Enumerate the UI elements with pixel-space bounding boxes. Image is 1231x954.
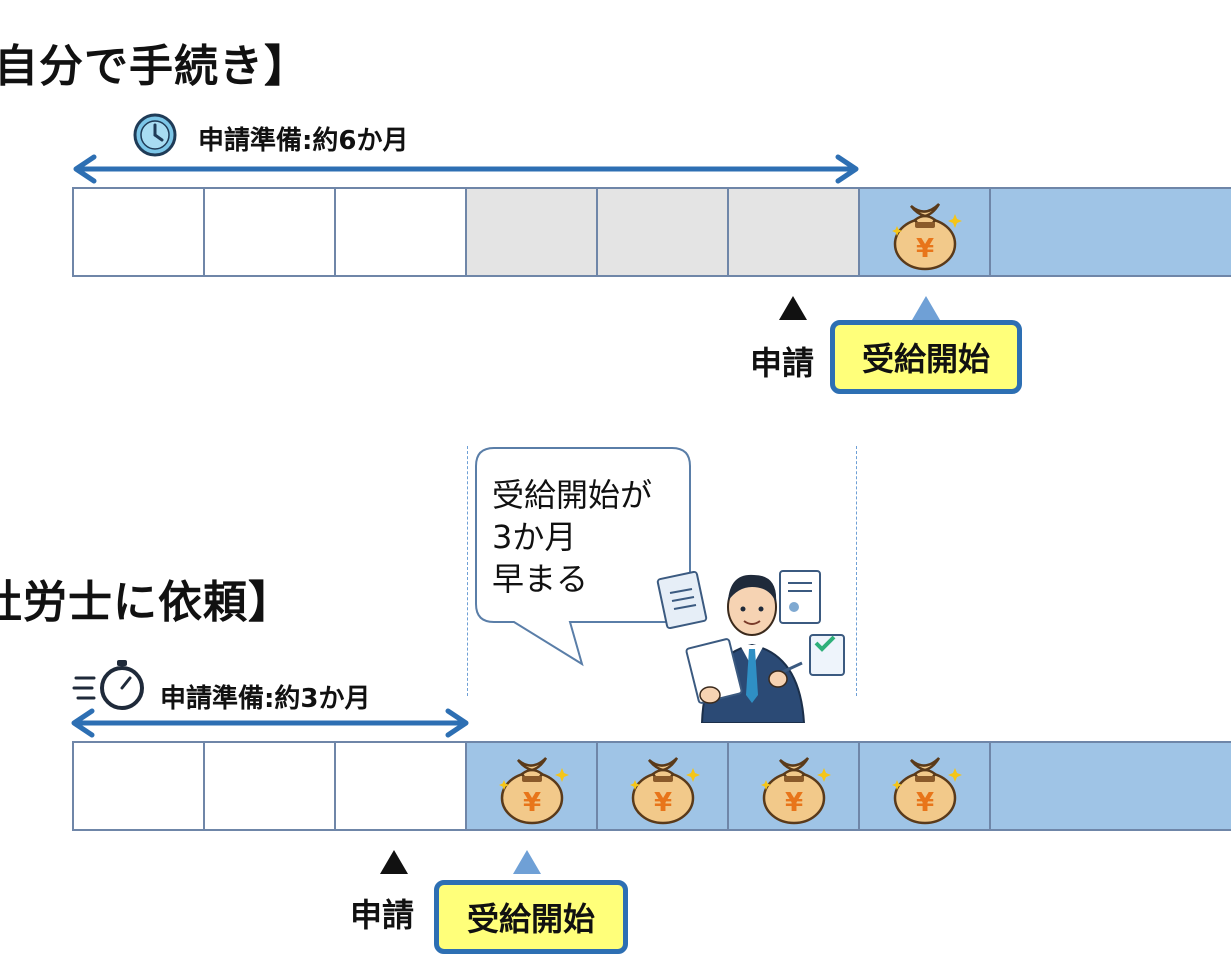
svg-text:¥: ¥ (653, 788, 671, 818)
guide-line (467, 446, 468, 696)
agent-prep-label: 申請準備:約3か月 (160, 684, 371, 714)
money-bag-icon: ¥ (498, 757, 569, 825)
start-marker (912, 296, 940, 320)
clock-icon (133, 113, 177, 157)
self-procedure-heading: 自分で手続き】 (0, 41, 309, 92)
bubble-line: 3か月 (492, 518, 577, 556)
svg-text:¥: ¥ (522, 788, 540, 818)
apply-marker (779, 296, 807, 320)
agent-procedure-heading: 社労士に依頼】 (0, 577, 293, 628)
month-cell (727, 189, 858, 275)
agent-start-badge: 受給開始 (434, 880, 628, 954)
month-cell-paid-tail (989, 743, 1231, 829)
money-bag-icon: ¥ (629, 757, 700, 825)
stopwatch-icon (72, 660, 144, 710)
month-cell (203, 743, 334, 829)
agent-prep-duration-arrow (71, 708, 469, 738)
month-cell (203, 189, 334, 275)
month-cell-paid: ¥ (858, 189, 989, 275)
self-apply-label: 申請 (750, 344, 815, 382)
svg-text:¥: ¥ (915, 234, 933, 264)
start-marker (513, 850, 541, 874)
speech-bubble-text: 受給開始が 3か月 早まる (492, 474, 652, 600)
self-prep-duration-arrow (73, 154, 859, 184)
self-prep-label: 申請準備:約6か月 (198, 126, 409, 156)
month-cell-paid: ¥ (596, 743, 727, 829)
month-cell (596, 189, 727, 275)
bubble-line: 受給開始が (492, 476, 653, 514)
money-bag-icon: ¥ (760, 757, 831, 825)
agent-timeline: ¥ ¥ ¥ ¥ (72, 741, 1231, 831)
month-cell (334, 189, 465, 275)
month-cell (334, 743, 465, 829)
month-cell-paid: ¥ (858, 743, 989, 829)
guide-line (856, 446, 857, 696)
month-cell-paid-tail (989, 189, 1231, 275)
svg-text:¥: ¥ (915, 788, 933, 818)
apply-marker (380, 850, 408, 874)
self-start-badge: 受給開始 (830, 320, 1022, 394)
agent-apply-label: 申請 (350, 896, 415, 934)
bubble-line: 早まる (492, 560, 589, 598)
money-bag-icon: ¥ (891, 757, 962, 825)
month-cell-paid: ¥ (465, 743, 596, 829)
svg-text:¥: ¥ (784, 788, 802, 818)
businessman-with-documents-icon (656, 570, 845, 723)
self-timeline: ¥ (72, 187, 1231, 277)
month-cell (72, 743, 203, 829)
money-bag-icon: ¥ (891, 203, 962, 271)
speech-bubble (475, 447, 691, 667)
month-cell-paid: ¥ (727, 743, 858, 829)
month-cell (72, 189, 203, 275)
month-cell (465, 189, 596, 275)
